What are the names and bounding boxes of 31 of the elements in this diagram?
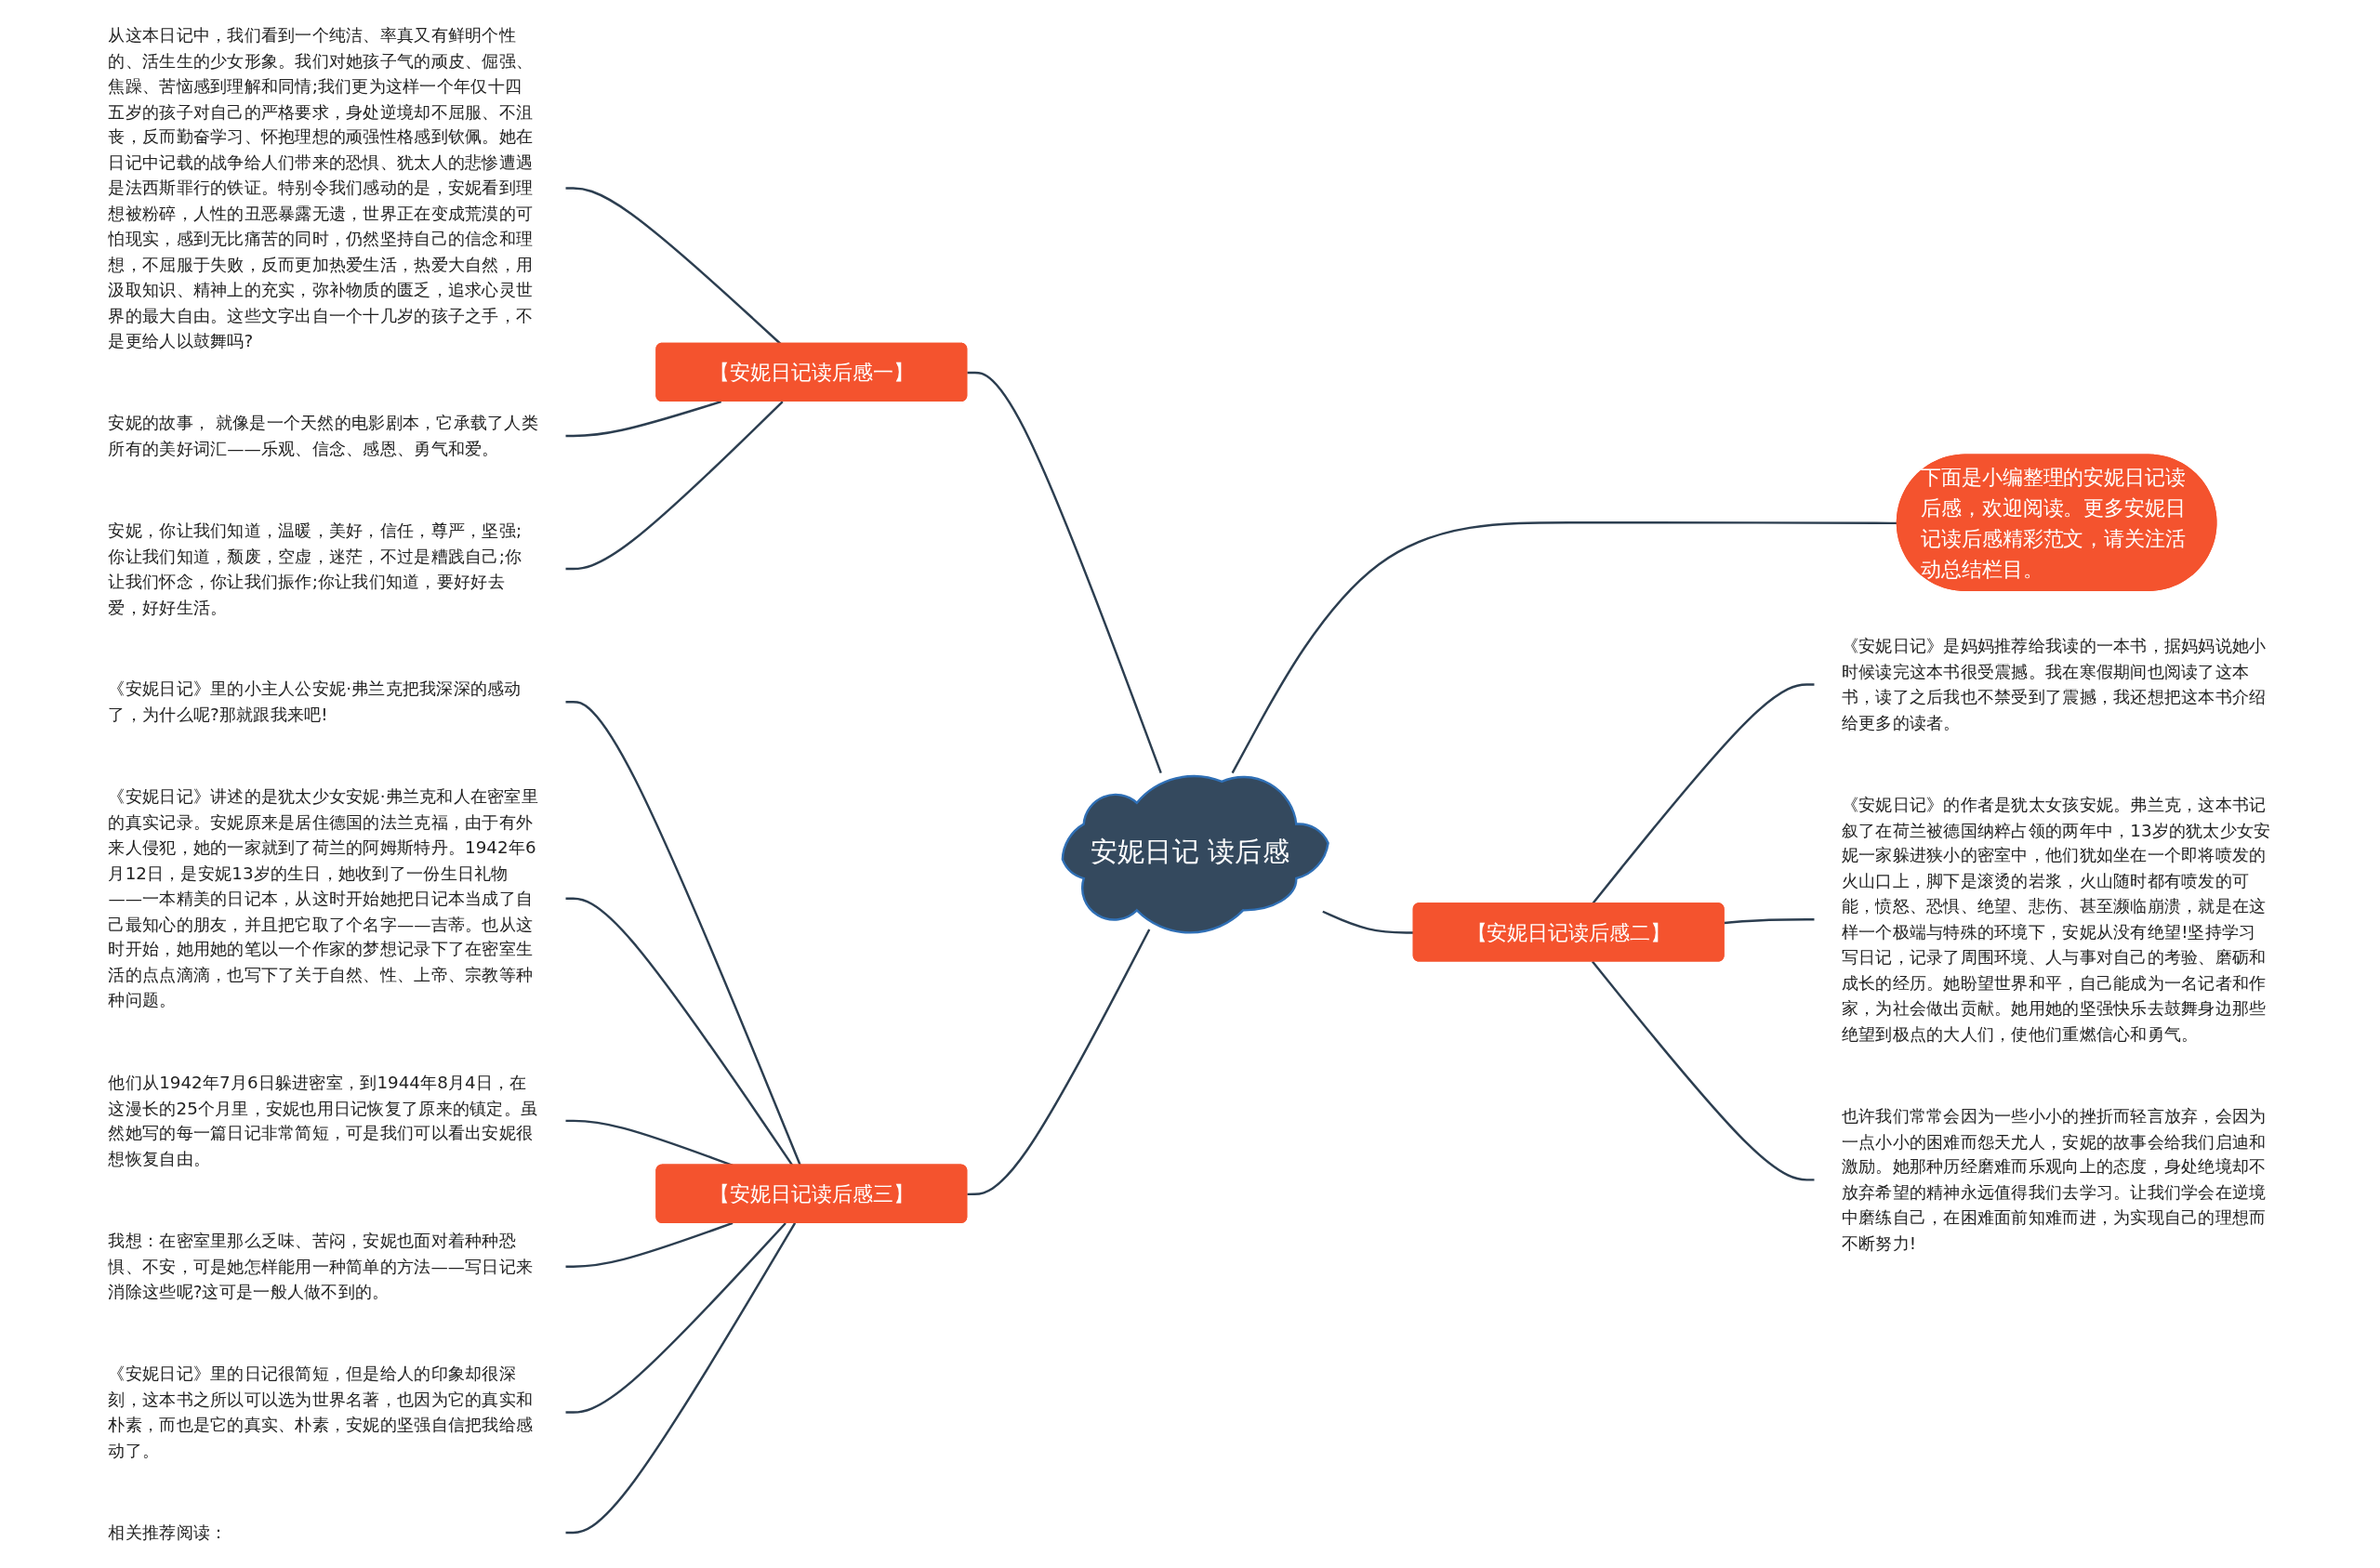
paragraph-text: 《安妮日记》里的日记很简短，但是给人的印象却很深刻，这本书之所以可以选为世界名著，也因为它的真实和朴素，而也是它的真实、朴素，安妮的坚强自信把我给感动了。 bbox=[108, 1364, 534, 1461]
connector-line bbox=[967, 929, 1151, 1196]
paragraph-text: 相关推荐阅读： bbox=[108, 1522, 228, 1543]
paragraph-text: 安妮的故事， 就像是一个天然的电影剧本，它承载了人类所有的美好词汇——乐观、信念、感恩、勇气和爱。 bbox=[108, 413, 538, 459]
topic-cloud: 安妮日记 读后感 bbox=[1061, 774, 1329, 934]
connector-line bbox=[1591, 960, 1815, 1181]
note-pill: 下面是小编整理的安妮日记读后感，欢迎阅读。更多安妮日记读后感精彩范文，请关注活动总结栏目。 bbox=[1896, 454, 2217, 591]
connector-line bbox=[565, 700, 801, 1166]
connector-line bbox=[565, 400, 722, 438]
connector-line bbox=[1724, 918, 1815, 925]
branch-pill: 【安妮日记读后感三】 bbox=[655, 1164, 968, 1223]
paragraph-text: 安妮，你让我们知道，温暖，美好，信任，尊严，坚强;你让我们知道，颓废，空虚，迷茫，不过是糟践自己;你让我们怀念，你让我们振作;你让我们知道，要好好去爱，好好生活。 bbox=[108, 520, 522, 617]
paragraph-text: 《安妮日记》是妈妈推荐给我读的一本书，据妈妈说她小时候读完这本书很受震撼。我在寒假期间也阅读了这本书，读了之后我也不禁受到了震撼，我还想把这本书介绍给更多的读者。 bbox=[1841, 636, 2267, 733]
connector-line bbox=[1322, 910, 1414, 934]
connector-line bbox=[967, 371, 1162, 774]
connector-line bbox=[565, 1221, 734, 1268]
branch-pill: 【安妮日记读后感二】 bbox=[1412, 903, 1725, 962]
connector-line bbox=[565, 1222, 787, 1414]
paragraph-text: 《安妮日记》里的小主人公安妮·弗兰克把我深深的感动了，为什么呢?那就跟我来吧! bbox=[108, 679, 522, 725]
connector-line bbox=[565, 897, 794, 1166]
connector-line bbox=[565, 1119, 734, 1166]
paragraph-text: 从这本日记中，我们看到一个纯洁、率真又有鲜明个性的、活生生的少女形象。我们对她孩子气的顽皮、倔强、焦躁、苦恼感到理解和同情;我们更为这样一个年仅十四五岁的孩子对自己的严格要求，身处逆境却不屈服、不沮丧，反而勤奋学习、怀抱理想的顽强性格感到钦佩。她在日记中记载的战争给人们带来的恐惧、犹太人的悲惨遭遇是法西斯罪行的铁证。特别令我们感动的是，安妮看到理想被粉碎，人性的丑恶暴露无遗，世界正在变成荒漠的可怕现实，感到无比痛苦的同时，仍然坚持自己的信念和理想，不屈服于失败，反而更加热爱生活，热爱大自然，用汲取知识、精神上的充实，弥补物质的匮乏，追求心灵世界的最大自由。这些文字出自一个十几岁的孩子之手，不是更给人以鼓舞吗? bbox=[108, 24, 534, 351]
paragraph-text: 他们从1942年7月6日躲进密室，到1944年8月4日，在这漫长的25个月里，安妮也用日记恢复了原来的镇定。虽然她写的每一篇日记非常简短，可是我们可以看出安妮很想恢复自由。 bbox=[108, 1072, 538, 1169]
connector-line bbox=[565, 187, 782, 345]
paragraph-text: 我想：在密室里那么乏味、苦闷，安妮也面对着种种恐惧、不安，可是她怎样能用一种简单的方法——写日记来消除这些呢?这可是一般人做不到的。 bbox=[108, 1231, 534, 1302]
connector-line bbox=[565, 401, 784, 571]
branch-pill: 【安妮日记读后感一】 bbox=[655, 342, 968, 402]
connector-line bbox=[565, 1222, 797, 1535]
paragraph-text: 《安妮日记》讲述的是犹太少女安妮·弗兰克和人在密室里的真实记录。安妮原来是居住德国的法兰克福，由于有外来人侵犯，她的一家就到了荷兰的阿姆斯特丹。1942年6月12日，是安妮13岁的生日，她收到了一份生日礼物——一本精美的日记本，从这时开始她把日记本当成了自己最知心的朋友，并且把它取了个名字——吉蒂。也从这时开始，她用她的笔以一个作家的梦想记录下了在密室生活的点点滴滴，也写下了关于自然、性、上帝、宗教等种种问题。 bbox=[108, 785, 538, 1011]
paragraph-text: 也许我们常常会因为一些小小的挫折而轻言放弃，会因为一点小小的困难而怨天尤人，安妮的故事会给我们启迪和激励。她那种历经磨难而乐观向上的态度，身处绝境却不放弃希望的精神永远值得我们去学习。让我们学会在逆境中磨练自己，在困难面前知难而进，为实现自己的理想而不断努力! bbox=[1841, 1105, 2267, 1254]
paragraph-text: 《安妮日记》的作者是犹太女孩安妮。弗兰克，这本书记叙了在荷兰被德国纳粹占领的两年中，13岁的犹太少女安妮一家躲进狭小的密室中，他们犹如坐在一个即将喷发的火山口上，脚下是滚烫的岩浆，火山随时都有喷发的可能，愤怒、恐惧、绝望、悲伤、甚至濒临崩溃，就是在这样一个极端与特殊的环境下，安妮从没有绝望!坚持学习写日记，记录了周围环境、人与事对自己的考验、磨砺和成长的经历。她盼望世界和平，自己能成为一名记者和作家，为社会做出贡献。她用她的坚强快乐去鼓舞身边那些绝望到极点的大人们，使他们重燃信心和勇气。 bbox=[1841, 794, 2271, 1045]
